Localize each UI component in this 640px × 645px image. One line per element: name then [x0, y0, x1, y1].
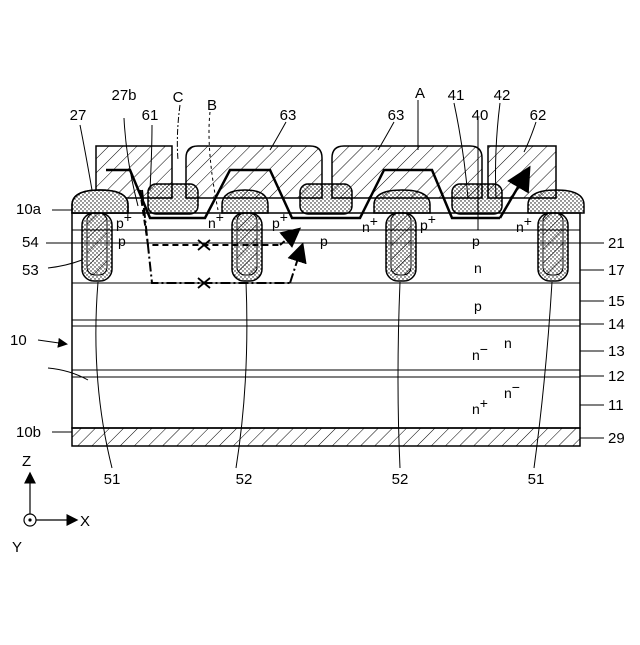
trench-gate-51-right [538, 213, 568, 281]
label-21: 21 [608, 235, 625, 252]
cap-mid-left [222, 190, 268, 213]
label-27: 27 [70, 107, 87, 124]
label-51-right: 51 [528, 471, 545, 488]
contact-plug-3 [452, 184, 502, 214]
doping-p-15: p [474, 298, 482, 314]
axis-label-z: Z [22, 453, 31, 470]
label-10b: 10b [16, 424, 41, 441]
trench-gate-51-left [82, 213, 112, 281]
label-61: 61 [142, 107, 159, 124]
label-10a: 10a [16, 201, 42, 218]
label-63-right: 63 [388, 107, 405, 124]
label-52-right: 52 [392, 471, 409, 488]
label-c: C [173, 89, 184, 106]
label-a: A [415, 85, 425, 102]
doping-p-right: p [472, 233, 480, 249]
axis-label-x: X [80, 513, 90, 530]
label-42: 42 [494, 87, 511, 104]
trench-gate-52-right [386, 213, 416, 281]
label-41: 41 [448, 87, 465, 104]
label-27b: 27b [111, 87, 136, 104]
contact-plug-1 [148, 184, 198, 214]
label-63-left: 63 [280, 107, 297, 124]
label-52-left: 52 [236, 471, 253, 488]
back-electrode [72, 428, 580, 446]
label-17: 17 [608, 262, 625, 279]
label-b: B [207, 97, 217, 114]
ref-arrow-10 [38, 340, 66, 344]
coordinate-axes: Z X Y [12, 453, 90, 556]
label-14: 14 [608, 316, 625, 333]
axis-label-y: Y [12, 539, 22, 556]
label-12: 12 [608, 368, 625, 385]
label-29: 29 [608, 430, 625, 447]
label-62: 62 [530, 107, 547, 124]
label-54: 54 [22, 234, 39, 251]
label-13: 13 [608, 343, 625, 360]
label-10: 10 [10, 332, 27, 349]
doping-n-17: n [474, 260, 482, 276]
label-11: 11 [608, 397, 624, 414]
doping-p-mid: p [320, 233, 328, 249]
cap-right [528, 190, 584, 213]
trench-gate-52-left [232, 213, 262, 281]
label-15: 15 [608, 293, 625, 310]
label-51-left: 51 [104, 471, 121, 488]
doping-n-14: n [504, 335, 512, 351]
cap-mid-right [374, 190, 430, 213]
label-53: 53 [22, 262, 39, 279]
doping-p-left: p [118, 233, 126, 249]
label-40: 40 [472, 107, 489, 124]
contact-plug-2 [300, 184, 352, 214]
